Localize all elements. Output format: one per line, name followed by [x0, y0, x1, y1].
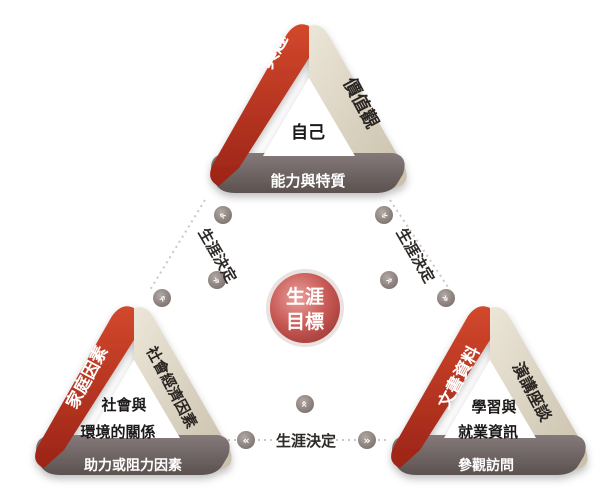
self-center-label: 自己 [291, 122, 325, 143]
double-chevron-icon: « [214, 206, 232, 224]
double-chevron-icon: » [437, 289, 455, 307]
double-chevron-icon: « [296, 395, 314, 413]
right-connector-label: 生涯決定 [393, 225, 439, 286]
goal-line1: 生涯 [286, 285, 324, 308]
right-connector: « » » 生涯決定 [375, 206, 455, 307]
double-chevron-icon: » [380, 271, 398, 289]
info-triangle [391, 306, 588, 475]
double-chevron-icon: « [375, 206, 393, 224]
double-chevron-icon: » [208, 271, 226, 289]
goal-line2: 目標 [286, 310, 324, 333]
self-triangle [210, 24, 407, 194]
bottom-connector-label: 生涯決定 [276, 432, 336, 450]
social-bottom-label: 助力或阻力因素 [84, 457, 182, 474]
svg-text:«: « [298, 400, 311, 407]
double-chevron-icon: « [237, 431, 255, 449]
double-chevron-icon: » [358, 431, 376, 449]
social-center-line1: 社會與 [100, 396, 146, 414]
bottom-connector: « « » 生涯決定 [237, 395, 376, 450]
info-center-line2: 就業資訊 [458, 423, 518, 441]
svg-text:»: » [363, 434, 370, 447]
goal-circle: 生涯 目標 [266, 269, 344, 347]
self-bottom-label: 能力與特質 [270, 172, 345, 190]
double-chevron-icon: » [153, 289, 171, 307]
svg-text:«: « [242, 434, 249, 447]
info-bottom-label: 參觀訪問 [458, 457, 514, 474]
social-center-line2: 環境的關係 [80, 423, 155, 441]
social-triangle [35, 306, 232, 475]
info-center-line1: 學習與 [471, 398, 516, 416]
left-connector: « » » 生涯決定 [153, 206, 240, 307]
